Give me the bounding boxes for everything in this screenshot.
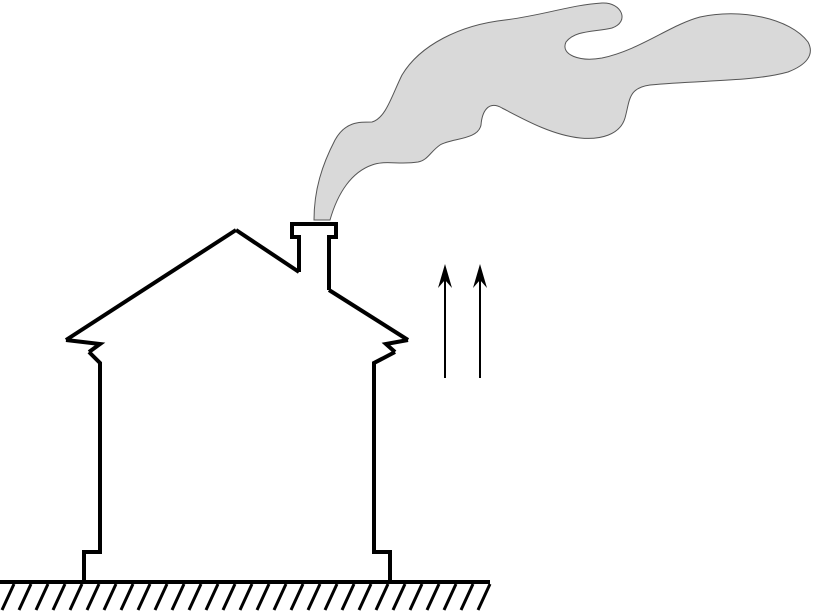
- house: [64, 222, 410, 580]
- ground-hatch-mark: [68, 583, 84, 611]
- updraft-arrow: [473, 264, 487, 378]
- chimney: [290, 222, 338, 290]
- ground-hatch-mark: [323, 583, 339, 611]
- house-right-eave: [381, 338, 409, 354]
- ground-hatch-mark: [408, 583, 424, 611]
- ground-hatch-mark: [306, 583, 322, 611]
- roof-left-slope: [64, 228, 238, 342]
- ground-hatch-mark: [0, 583, 16, 611]
- ground-hatch-mark: [391, 583, 407, 611]
- house-left-eave: [65, 338, 106, 354]
- ground-hatch-mark: [136, 583, 152, 611]
- ground-hatch-mark: [238, 583, 254, 611]
- updraft-arrows: [438, 264, 487, 378]
- ground-hatch-mark: [425, 583, 441, 611]
- ground-hatch-mark: [51, 583, 67, 611]
- ground-hatch-mark: [153, 583, 169, 611]
- ground-hatch-mark: [187, 583, 203, 611]
- roof-right-to-chimney: [234, 228, 301, 274]
- house-right-wall: [372, 350, 396, 580]
- ground-hatch-mark: [170, 583, 186, 611]
- ground-hatch-mark: [374, 583, 390, 611]
- ground-hatch-mark: [459, 583, 475, 611]
- ground-hatch-mark: [289, 583, 305, 611]
- ground-hatch-mark: [119, 583, 135, 611]
- ground: [0, 580, 492, 611]
- house-left-wall: [82, 350, 102, 580]
- roof-right-slope: [327, 288, 410, 342]
- ground-hatch-mark: [85, 583, 101, 611]
- ground-hatch-mark: [221, 583, 237, 611]
- ground-hatch-mark: [255, 583, 271, 611]
- ground-hatch-mark: [476, 583, 492, 611]
- ground-hatch-mark: [357, 583, 373, 611]
- ground-hatch-mark: [34, 583, 50, 611]
- updraft-arrow: [438, 264, 452, 378]
- ground-hatch-mark: [340, 583, 356, 611]
- ground-hatch-mark: [204, 583, 220, 611]
- ground-hatch-mark: [442, 583, 458, 611]
- ground-hatch-mark: [17, 583, 33, 611]
- ground-hatching: [0, 583, 492, 611]
- ground-hatch-mark: [272, 583, 288, 611]
- smoke-cloud: [313, 2, 811, 221]
- ground-hatch-mark: [102, 583, 118, 611]
